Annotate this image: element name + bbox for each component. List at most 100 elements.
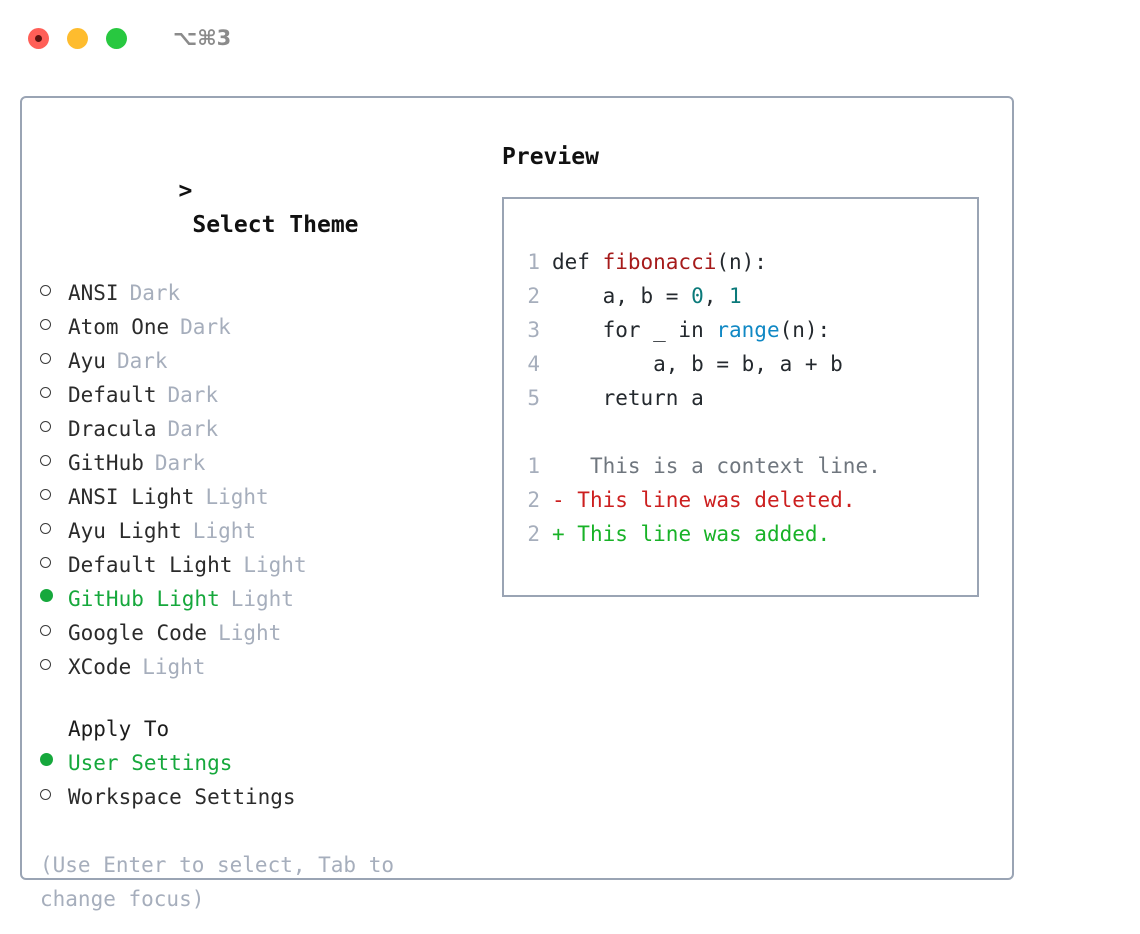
- diff-text: This is a context line.: [564, 454, 881, 478]
- diff-line: 1 This is a context line.: [516, 449, 971, 483]
- radio-dot: [40, 589, 53, 602]
- radio-dot: [40, 319, 51, 330]
- line-number: 4: [527, 352, 540, 376]
- radio-unselected-icon[interactable]: [40, 377, 60, 411]
- prompt-caret-icon: >: [178, 178, 193, 204]
- code-line: 2 a, b = 0, 1: [516, 279, 971, 313]
- diff-marker: -: [552, 488, 565, 512]
- code-line: 4 a, b = b, a + b: [516, 347, 971, 381]
- diff-text: This line was deleted.: [564, 488, 856, 512]
- radio-dot: [40, 523, 51, 534]
- theme-option-label: ANSI Light: [68, 485, 195, 509]
- theme-option-variant: Light: [205, 485, 269, 509]
- theme-option-variant: Dark: [154, 451, 206, 475]
- theme-option-label: Google Code: [68, 621, 208, 645]
- keyboard-hint: (Use Enter to select, Tab to change focu…: [40, 853, 395, 911]
- apply-to-option-user-settings[interactable]: User Settings: [40, 746, 480, 780]
- radio-unselected-icon[interactable]: [40, 513, 60, 547]
- minimize-button[interactable]: [67, 27, 88, 49]
- diff-line-text: - This line was deleted.: [540, 483, 855, 517]
- radio-unselected-icon[interactable]: [40, 411, 60, 445]
- token-plain: for _ in: [552, 318, 717, 342]
- token-plain: (n):: [716, 250, 767, 274]
- radio-unselected-icon[interactable]: [40, 309, 60, 343]
- radio-unselected-icon[interactable]: [40, 547, 60, 581]
- theme-option-variant: Light: [218, 621, 282, 645]
- radio-unselected-icon[interactable]: [40, 445, 60, 479]
- radio-dot: [40, 753, 53, 766]
- window-title: ⌥⌘3: [173, 26, 232, 50]
- code-line-text: a, b = 0, 1: [540, 279, 742, 313]
- code-line: 5 return a: [516, 381, 971, 415]
- line-number: 1: [527, 454, 540, 478]
- diff-line: 2- This line was deleted.: [516, 483, 971, 517]
- token-call: range: [716, 318, 780, 342]
- radio-unselected-icon[interactable]: [40, 649, 60, 683]
- maximize-button[interactable]: [106, 27, 127, 49]
- radio-unselected-icon[interactable]: [40, 343, 60, 377]
- token-plain: return a: [552, 386, 704, 410]
- token-plain: ,: [703, 284, 730, 308]
- radio-selected-icon[interactable]: [40, 581, 60, 615]
- diff-text: This line was added.: [564, 522, 831, 546]
- radio-unselected-icon[interactable]: [40, 479, 60, 513]
- radio-selected-icon[interactable]: [40, 745, 60, 779]
- diff-marker: +: [552, 522, 565, 546]
- diff-line: 2+ This line was added.: [516, 517, 971, 551]
- radio-unselected-icon[interactable]: [40, 779, 60, 813]
- diff-line-text: + This line was added.: [540, 517, 830, 551]
- theme-option-label: GitHub: [68, 451, 144, 475]
- radio-unselected-icon[interactable]: [40, 615, 60, 649]
- token-plain: (n):: [779, 318, 831, 342]
- theme-option-variant: Dark: [180, 315, 231, 339]
- theme-option-ansi-light[interactable]: ANSI Light Light: [40, 480, 480, 514]
- diff-line-text: This is a context line.: [540, 449, 881, 483]
- theme-option-label: ANSI: [68, 281, 119, 305]
- token-number: 1: [729, 284, 742, 308]
- title-bar: ⌥⌘3: [0, 0, 1140, 76]
- theme-option-variant: Light: [142, 655, 206, 679]
- apply-to-option-label: Workspace Settings: [68, 785, 296, 809]
- apply-to-option-workspace-settings[interactable]: Workspace Settings: [40, 780, 480, 814]
- theme-option-label: Ayu Light: [68, 519, 182, 543]
- code-line-text: return a: [540, 381, 704, 415]
- preview-title: Preview: [502, 144, 599, 170]
- token-number: 0: [691, 284, 704, 308]
- code-line-text: def fibonacci(n):: [540, 245, 767, 279]
- code-line: 3 for _ in range(n):: [516, 313, 971, 347]
- radio-dot: [40, 455, 51, 466]
- radio-dot: [40, 387, 51, 398]
- theme-option-github[interactable]: GitHub Dark: [40, 446, 480, 480]
- theme-option-variant: Dark: [116, 349, 168, 373]
- radio-dot: [40, 489, 51, 500]
- radio-unselected-icon[interactable]: [40, 275, 60, 309]
- window-controls: [28, 27, 127, 49]
- apply-to-title: Apply To: [68, 717, 170, 741]
- code-line-text: a, b = b, a + b: [540, 347, 843, 381]
- token-plain: a, b = b, a + b: [552, 352, 843, 376]
- radio-dot: [40, 353, 51, 364]
- theme-option-google-code[interactable]: Google Code Light: [40, 616, 480, 650]
- line-number: 3: [527, 318, 540, 342]
- radio-dot: [40, 557, 51, 568]
- theme-option-label: Default: [68, 383, 157, 407]
- close-button[interactable]: [28, 27, 49, 49]
- line-number: 2: [527, 488, 540, 512]
